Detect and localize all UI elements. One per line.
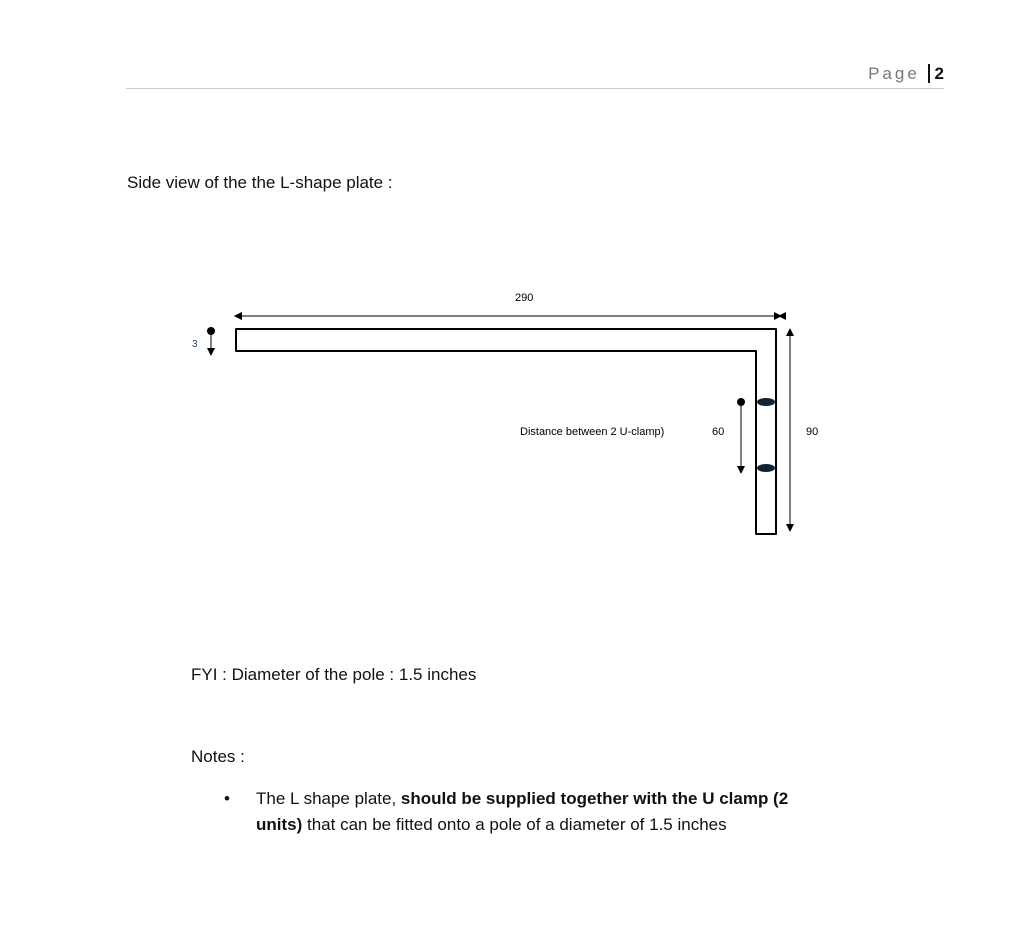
list-item: The L shape plate, should be supplied to… — [220, 786, 800, 838]
height-label: 90 — [806, 426, 818, 438]
l-plate-outline — [235, 328, 777, 535]
fyi-text: FYI : Diameter of the pole : 1.5 inches — [191, 665, 477, 684]
page-number: Page 2 — [868, 64, 944, 83]
section-heading: Side view of the the L-shape plate : — [127, 173, 393, 192]
clamp-distance-label: 60 — [712, 426, 724, 438]
u-clamp-top — [757, 398, 775, 406]
header-rule — [126, 88, 944, 89]
u-clamp-bottom — [757, 464, 775, 472]
clamp-label: Distance between 2 U-clamp) — [520, 426, 664, 438]
notes-title: Notes : — [191, 747, 245, 766]
thickness-label: 3 — [192, 339, 198, 350]
length-label: 290 — [515, 292, 533, 304]
notes-list: The L shape plate, should be supplied to… — [220, 786, 800, 838]
